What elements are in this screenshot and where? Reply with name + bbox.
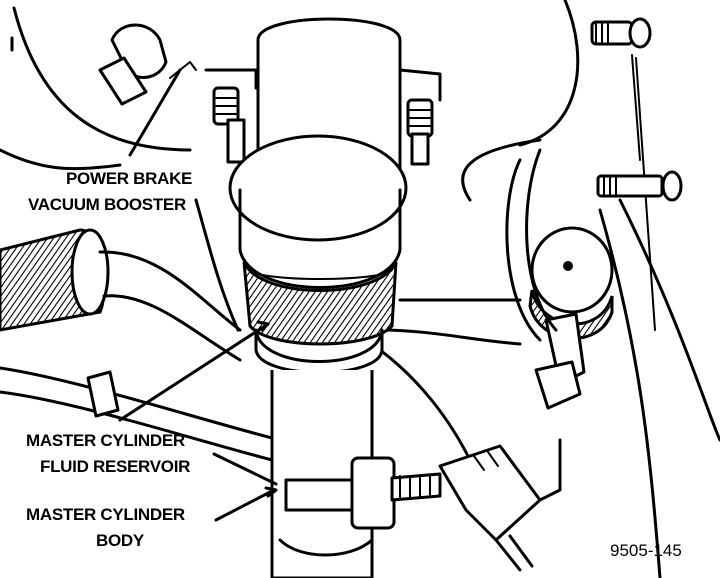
label-body-line1: MASTER CYLINDER: [26, 505, 185, 524]
round-sensor: [505, 148, 614, 410]
label-booster-line1: POWER BRAKE: [66, 169, 192, 188]
vacuum-hose: [0, 228, 242, 362]
mounting-bolt-upper: [590, 17, 656, 331]
vacuum-check-valve: [98, 23, 197, 157]
fluid-reservoir: [228, 17, 408, 346]
leader-lines: [118, 198, 278, 522]
booster-studs: [204, 68, 442, 166]
vacuum-booster-dome: [0, 6, 192, 171]
label-body-line2: BODY: [96, 531, 145, 550]
firewall-outline: [461, 0, 720, 578]
label-reservoir-line1: MASTER CYLINDER: [26, 431, 185, 450]
figure-number: 9505-145: [610, 541, 682, 560]
pressure-switch: [438, 438, 562, 572]
label-booster-line2: VACUUM BOOSTER: [28, 195, 186, 214]
brake-lines: [0, 298, 522, 464]
label-reservoir-line2: FLUID RESERVOIR: [40, 457, 190, 476]
mounting-bolt-lower: [596, 170, 683, 202]
master-cylinder-body-shape: [254, 328, 442, 578]
